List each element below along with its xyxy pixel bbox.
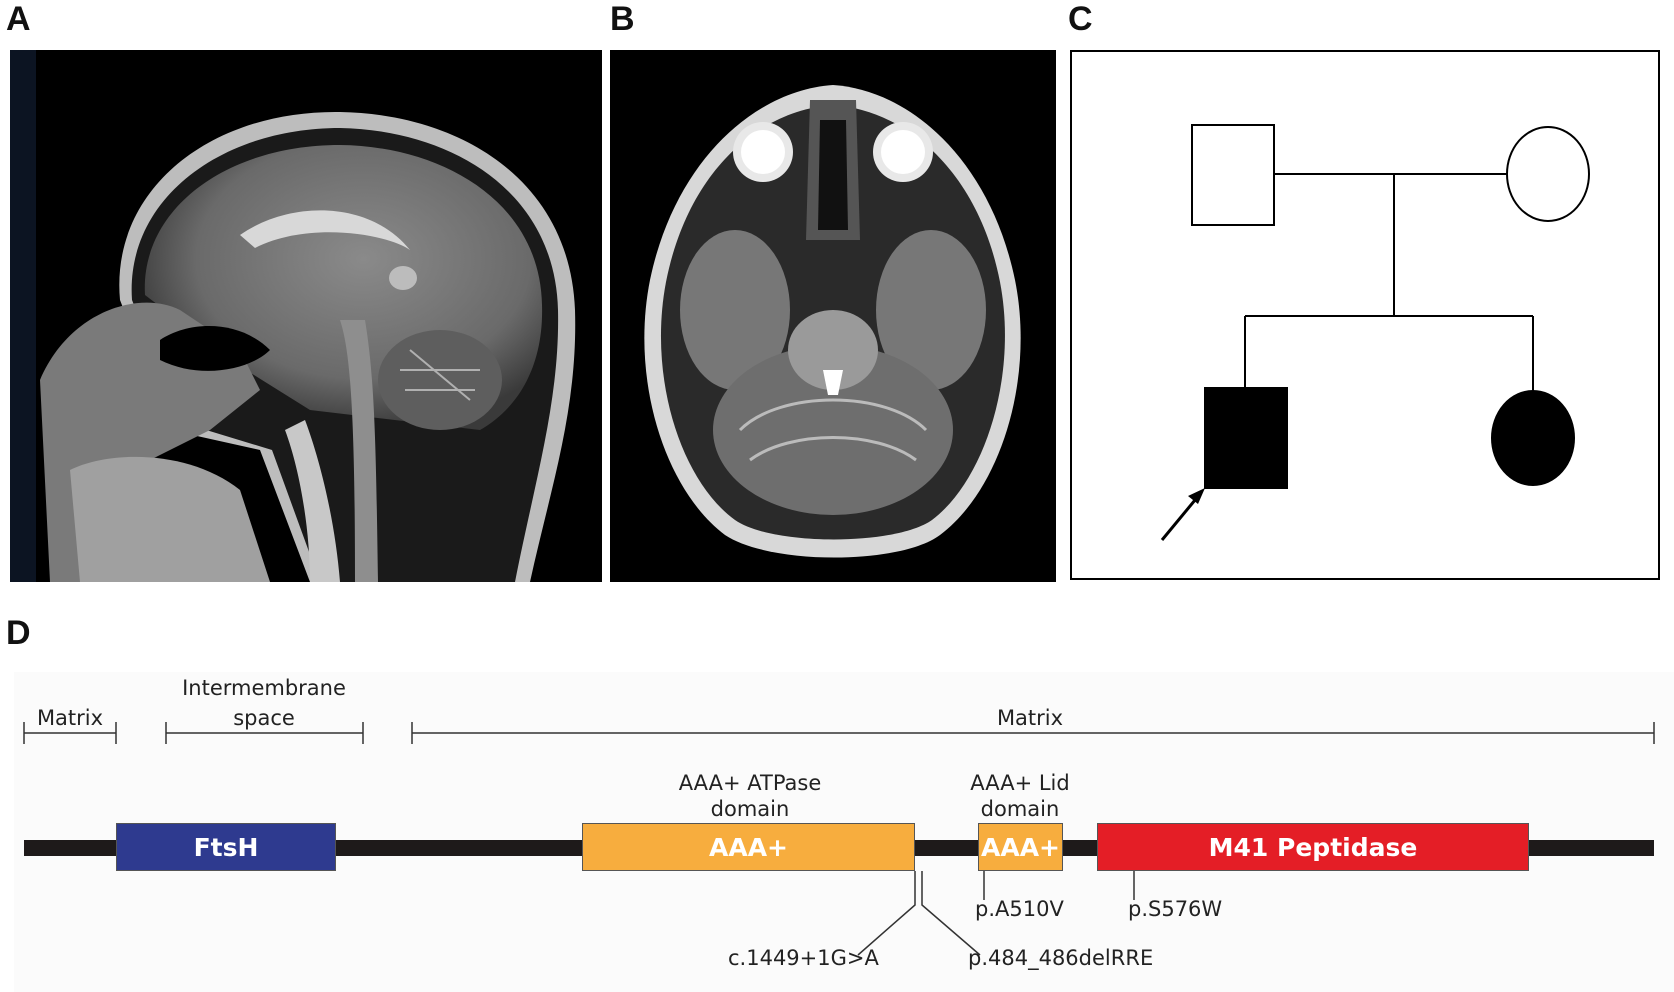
panel-label-d: D	[6, 614, 31, 652]
axial-mri-image	[610, 50, 1056, 582]
pedigree-affected-female	[1491, 390, 1575, 486]
variant-s576w: p.S576W	[1128, 897, 1223, 921]
atpase-domain-title-line2: domain	[710, 797, 790, 821]
pedigree-proband-affected-male	[1204, 387, 1288, 489]
variant-deletion: p.484_486delRRE	[968, 946, 1154, 970]
matrix-label-right: Matrix	[996, 706, 1064, 730]
panel-label-c: C	[1068, 0, 1093, 38]
aaa-lid-domain: AAA+	[978, 823, 1063, 871]
matrix-label-left: Matrix	[36, 706, 104, 730]
lid-domain-title-line2: domain	[980, 797, 1060, 821]
aaa-atpase-domain: AAA+	[582, 823, 915, 871]
variant-splice-site: c.1449+1G>A	[728, 946, 879, 970]
sagittal-mri-image	[10, 50, 602, 582]
pedigree-chart	[1070, 50, 1660, 580]
panel-label-a: A	[6, 0, 31, 38]
proband-arrow	[1160, 493, 1202, 541]
variant-a510v: p.A510V	[975, 897, 1064, 921]
intermembrane-label-line1: Intermembrane	[182, 676, 346, 700]
m41-peptidase-domain: M41 Peptidase	[1097, 823, 1529, 871]
intermembrane-label-line2: space	[233, 706, 295, 730]
ftsh-domain: FtsH	[116, 823, 336, 871]
lid-domain-title-line1: AAA+ Lid	[970, 771, 1070, 795]
atpase-domain-title-line1: AAA+ ATPase	[678, 771, 822, 795]
panel-label-b: B	[610, 0, 635, 38]
